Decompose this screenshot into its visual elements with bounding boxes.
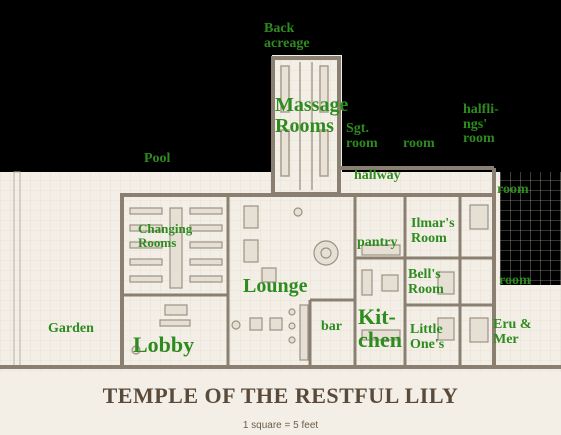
label-sgt-room: Sgt. room [346,121,378,151]
label-changing-rooms: Changing Rooms [138,221,193,250]
label-kitchen: Kit- chen [358,304,402,353]
label-ilmars-room: Ilmar's Room [411,216,455,246]
map-scale-note: 1 square = 5 feet [242,420,319,431]
label-lounge: Lounge [243,275,308,297]
label-massage-rooms: Massage Rooms [275,94,349,137]
label-pool: Pool [144,151,171,166]
label-garden: Garden [48,321,94,336]
label-bells-room: Bell's Room [408,267,444,297]
label-little-ones: Little One's [410,322,445,352]
label-halflings-room: halfli- ngs' room [463,102,499,147]
label-lobby: Lobby [133,332,195,357]
label-room-top: room [403,136,435,151]
label-pantry: pantry [357,235,398,250]
label-bar: bar [321,319,342,334]
label-room-right-upper: room [497,182,529,197]
label-back-acreage: Back acreage [264,21,310,51]
label-eru-mer: Eru & Mer [493,317,532,347]
label-room-right-lower: room [499,273,531,288]
label-hallway: hallway [354,168,401,183]
map-title: TEMPLE OF THE RESTFUL LILY [102,383,459,408]
